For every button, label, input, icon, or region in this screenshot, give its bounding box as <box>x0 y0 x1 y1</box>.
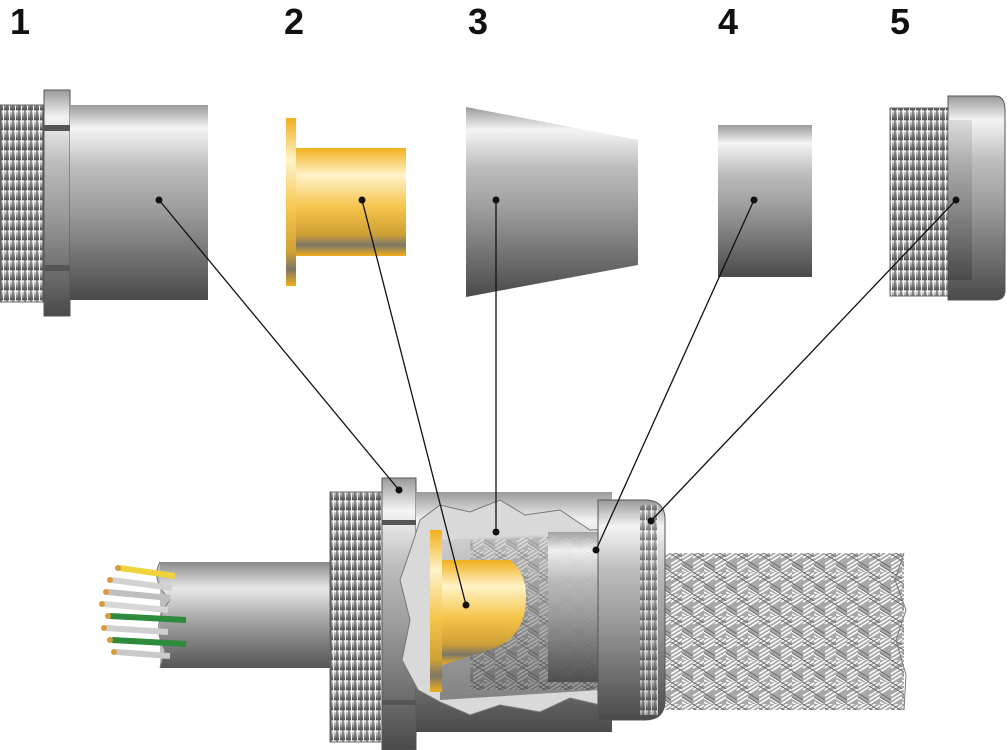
leader-line-1 <box>158 199 400 491</box>
cable-conductors <box>99 565 187 659</box>
leader-lines <box>158 199 957 606</box>
cable-jacket <box>160 562 338 668</box>
tapered-cone-icon <box>466 107 638 297</box>
braided-armour <box>640 553 904 710</box>
assembled-gland <box>99 477 907 750</box>
label-number-5: 5 <box>890 1 910 42</box>
gland-body-entry-icon <box>0 89 208 317</box>
label-number-4: 4 <box>718 1 738 42</box>
threaded-cap-nut-icon <box>889 95 1006 301</box>
leader-line-5 <box>650 199 957 522</box>
leader-line-4 <box>595 199 755 551</box>
leader-line-2 <box>361 199 467 606</box>
label-number-1: 1 <box>10 1 30 42</box>
label-number-2: 2 <box>284 1 304 42</box>
label-number-3: 3 <box>468 1 488 42</box>
brass-cone-ring-icon <box>286 118 406 286</box>
sleeve-icon <box>718 125 812 277</box>
